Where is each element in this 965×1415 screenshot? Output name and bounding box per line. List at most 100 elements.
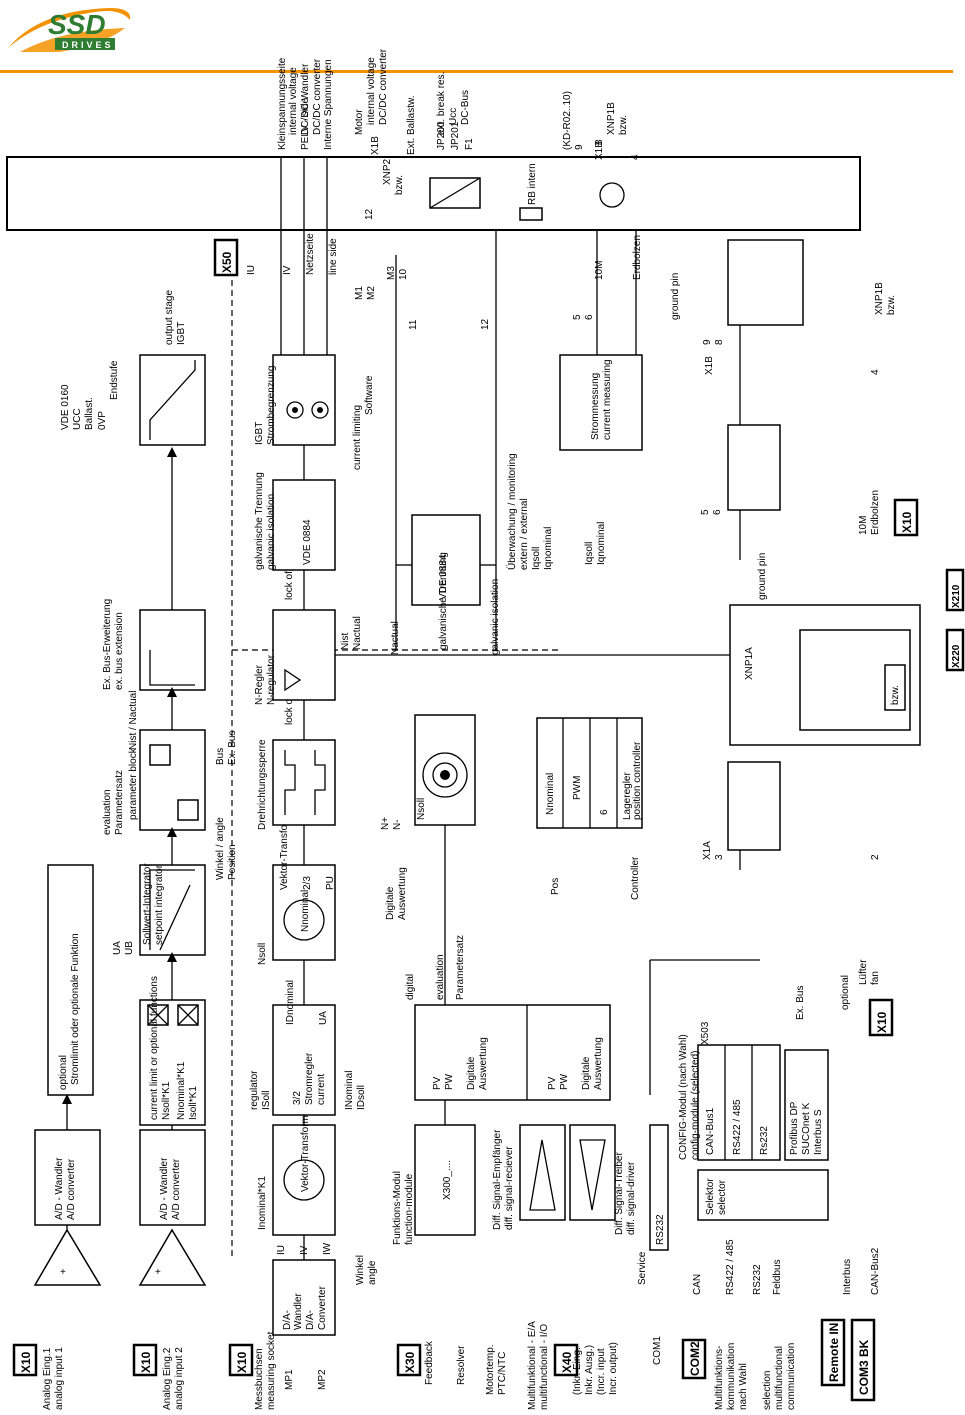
svg-text:9: 9	[574, 144, 585, 150]
svg-text:2/3: 2/3	[302, 876, 313, 890]
svg-text:PWM: PWM	[572, 776, 583, 800]
svg-text:Nist: Nist	[340, 633, 351, 650]
svg-text:fan: fan	[870, 971, 881, 985]
svg-text:Parametersatz: Parametersatz	[114, 770, 125, 835]
svg-text:Rs232: Rs232	[759, 1126, 770, 1155]
svg-text:current measuring: current measuring	[602, 359, 613, 440]
analog-input-2: X10 Analog Eing.2 analog input 2 + A/D -…	[132, 1071, 207, 1410]
svg-text:A/D converter: A/D converter	[66, 1158, 77, 1220]
svg-text:XNP2: XNP2	[382, 158, 393, 185]
svg-text:N-: N-	[392, 819, 403, 830]
svg-text:X50: X50	[220, 251, 234, 273]
svg-text:Netzseite: Netzseite	[305, 233, 316, 275]
svg-text:Nsoll*K1: Nsoll*K1	[161, 1081, 172, 1120]
svg-text:regulator: regulator	[249, 1070, 260, 1110]
svg-text:Ucc: Ucc	[448, 108, 459, 125]
output-stage: galvanische Trennung galvanic isolation …	[254, 472, 336, 571]
svg-text:parameter block: parameter block	[128, 747, 139, 820]
current-measuring: IGBT Strombegrenzung current limiting So…	[254, 354, 375, 470]
svg-text:Erdbolzen: Erdbolzen	[632, 235, 643, 280]
svg-text:RS232: RS232	[655, 1214, 666, 1245]
motor-terminals: X50 IU IV Netzseite line side Kleinspann…	[213, 57, 339, 355]
svg-text:UCC: UCC	[72, 408, 83, 430]
svg-text:6: 6	[712, 509, 723, 515]
svg-text:Auswertung: Auswertung	[593, 1037, 604, 1090]
svg-text:ground pin: ground pin	[670, 273, 681, 320]
svg-text:IU: IU	[246, 265, 257, 275]
svg-text:3: 3	[714, 854, 725, 860]
svg-text:Feldbus: Feldbus	[772, 1259, 783, 1295]
svg-text:Selektor: Selektor	[705, 1178, 716, 1215]
svg-text:bzw.: bzw.	[890, 685, 901, 705]
svg-text:0VP: 0VP	[97, 411, 108, 430]
feedback-connectors: X30 Feedback Resolver Motortemp. PTC/NTC…	[396, 1321, 619, 1410]
svg-text:N-regulator: N-regulator	[266, 654, 277, 705]
input-coupler: X1A 3 2 Lüfter fan	[702, 761, 881, 985]
svg-text:galvanic isolation: galvanic isolation	[266, 494, 277, 570]
svg-text:N-Regler: N-Regler	[254, 664, 265, 705]
rp-sbt: XNP1A bzw. X220 X210 ground pin	[729, 553, 965, 746]
communication: COM1 COM2 Multifunktions- kommunikation …	[637, 975, 894, 1410]
svg-text:communication: communication	[786, 1343, 797, 1410]
svg-text:SUCOnet K: SUCOnet K	[801, 1102, 812, 1155]
svg-text:RS422 / 485: RS422 / 485	[732, 1099, 743, 1155]
svg-text:Drehrichtungssperre: Drehrichtungssperre	[257, 739, 268, 830]
svg-text:PTC/NTC: PTC/NTC	[497, 1352, 508, 1395]
svg-text:galvanische Trennung: galvanische Trennung	[438, 552, 449, 650]
svg-text:Controller: Controller	[630, 856, 641, 900]
svg-text:Ex. Bus: Ex. Bus	[795, 986, 806, 1020]
svg-text:+: +	[155, 1267, 161, 1278]
svg-text:D/A-: D/A-	[282, 1310, 293, 1330]
svg-text:Isoll*K1: Isoll*K1	[188, 1086, 199, 1120]
svg-text:bzw.: bzw.	[618, 115, 629, 135]
svg-text:diff. signal-driver: diff. signal-driver	[626, 1161, 637, 1235]
svg-text:IGBT: IGBT	[254, 422, 265, 445]
rotation-lock: evaluation Parametersatz parameter block…	[102, 691, 238, 880]
svg-text:XNP1B: XNP1B	[606, 102, 617, 135]
svg-text:CAN: CAN	[692, 1274, 703, 1295]
svg-text:IGBT: IGBT	[176, 322, 187, 345]
svg-text:Parametersatz: Parametersatz	[455, 935, 466, 1000]
svg-text:X40: X40	[560, 1351, 574, 1373]
svg-text:2: 2	[870, 854, 881, 860]
svg-text:DRIVES: DRIVES	[62, 40, 114, 50]
svg-text:INominal: INominal	[344, 1071, 355, 1110]
digital-evaluation: PV PW Digitale Auswertung PV PW Digitale…	[405, 935, 611, 1101]
svg-text:F1: F1	[464, 138, 475, 150]
svg-text:Nnominal: Nnominal	[545, 773, 556, 815]
measuring-socket: X10 Messbuchsen measuring socket MP1 MP2…	[228, 1255, 378, 1410]
svg-text:analog input 2: analog input 2	[174, 1347, 185, 1410]
svg-text:Lüfter: Lüfter	[858, 959, 869, 985]
svg-text:selector: selector	[717, 1179, 728, 1215]
svg-text:digital: digital	[405, 974, 416, 1000]
svg-text:optional: optional	[840, 975, 851, 1010]
relays: 9 8 XNP1B bzw. X1B 4	[702, 239, 897, 375]
svg-text:Software: Software	[364, 375, 375, 415]
svg-text:nach Wahl: nach Wahl	[738, 1363, 749, 1410]
svg-text:measuring socket: measuring socket	[266, 1331, 277, 1410]
svg-text:DC-Bus: DC-Bus	[460, 90, 471, 125]
svg-text:Strombegrenzung: Strombegrenzung	[266, 366, 277, 446]
ballast-igbt: VDE 0884 galvanische Trennung Nactual ga…	[390, 453, 554, 655]
svg-text:JP201: JP201	[450, 121, 461, 150]
svg-text:Feedback: Feedback	[424, 1340, 435, 1385]
svg-text:DC/DC Wandler: DC/DC Wandler	[300, 63, 311, 135]
svg-text:CONFIG-Modul (nach Wahl): CONFIG-Modul (nach Wahl)	[678, 1034, 689, 1160]
svg-text:Ballast.: Ballast.	[84, 397, 95, 430]
svg-text:5: 5	[572, 314, 583, 320]
svg-text:X1B: X1B	[594, 141, 605, 160]
svg-text:function-module: function-module	[404, 1173, 415, 1245]
current-limiting: VDE 0160 UCC Ballast. 0VP Endstufe outpu…	[60, 290, 206, 446]
svg-text:Sollwert-Integrator: Sollwert-Integrator	[142, 863, 153, 945]
svg-text:Lageregler: Lageregler	[622, 772, 633, 820]
svg-text:UA: UA	[318, 1011, 329, 1025]
vector-transform-2: Nnominal Nsoll Vektor-Transformation 2/3…	[257, 791, 336, 965]
current-regulator: 3/2 Stromregler current regulator ISoll …	[249, 980, 367, 1116]
svg-text:Service: Service	[637, 1251, 648, 1285]
svg-text:Bus: Bus	[215, 748, 226, 765]
svg-text:UB: UB	[124, 941, 135, 955]
svg-text:Iqnominal: Iqnominal	[543, 527, 554, 570]
svg-text:RS422 / 485: RS422 / 485	[725, 1239, 736, 1295]
svg-text:(KD-R02..10): (KD-R02..10)	[562, 91, 573, 150]
svg-text:Vektor-Transformation: Vektor-Transformation	[279, 791, 290, 890]
